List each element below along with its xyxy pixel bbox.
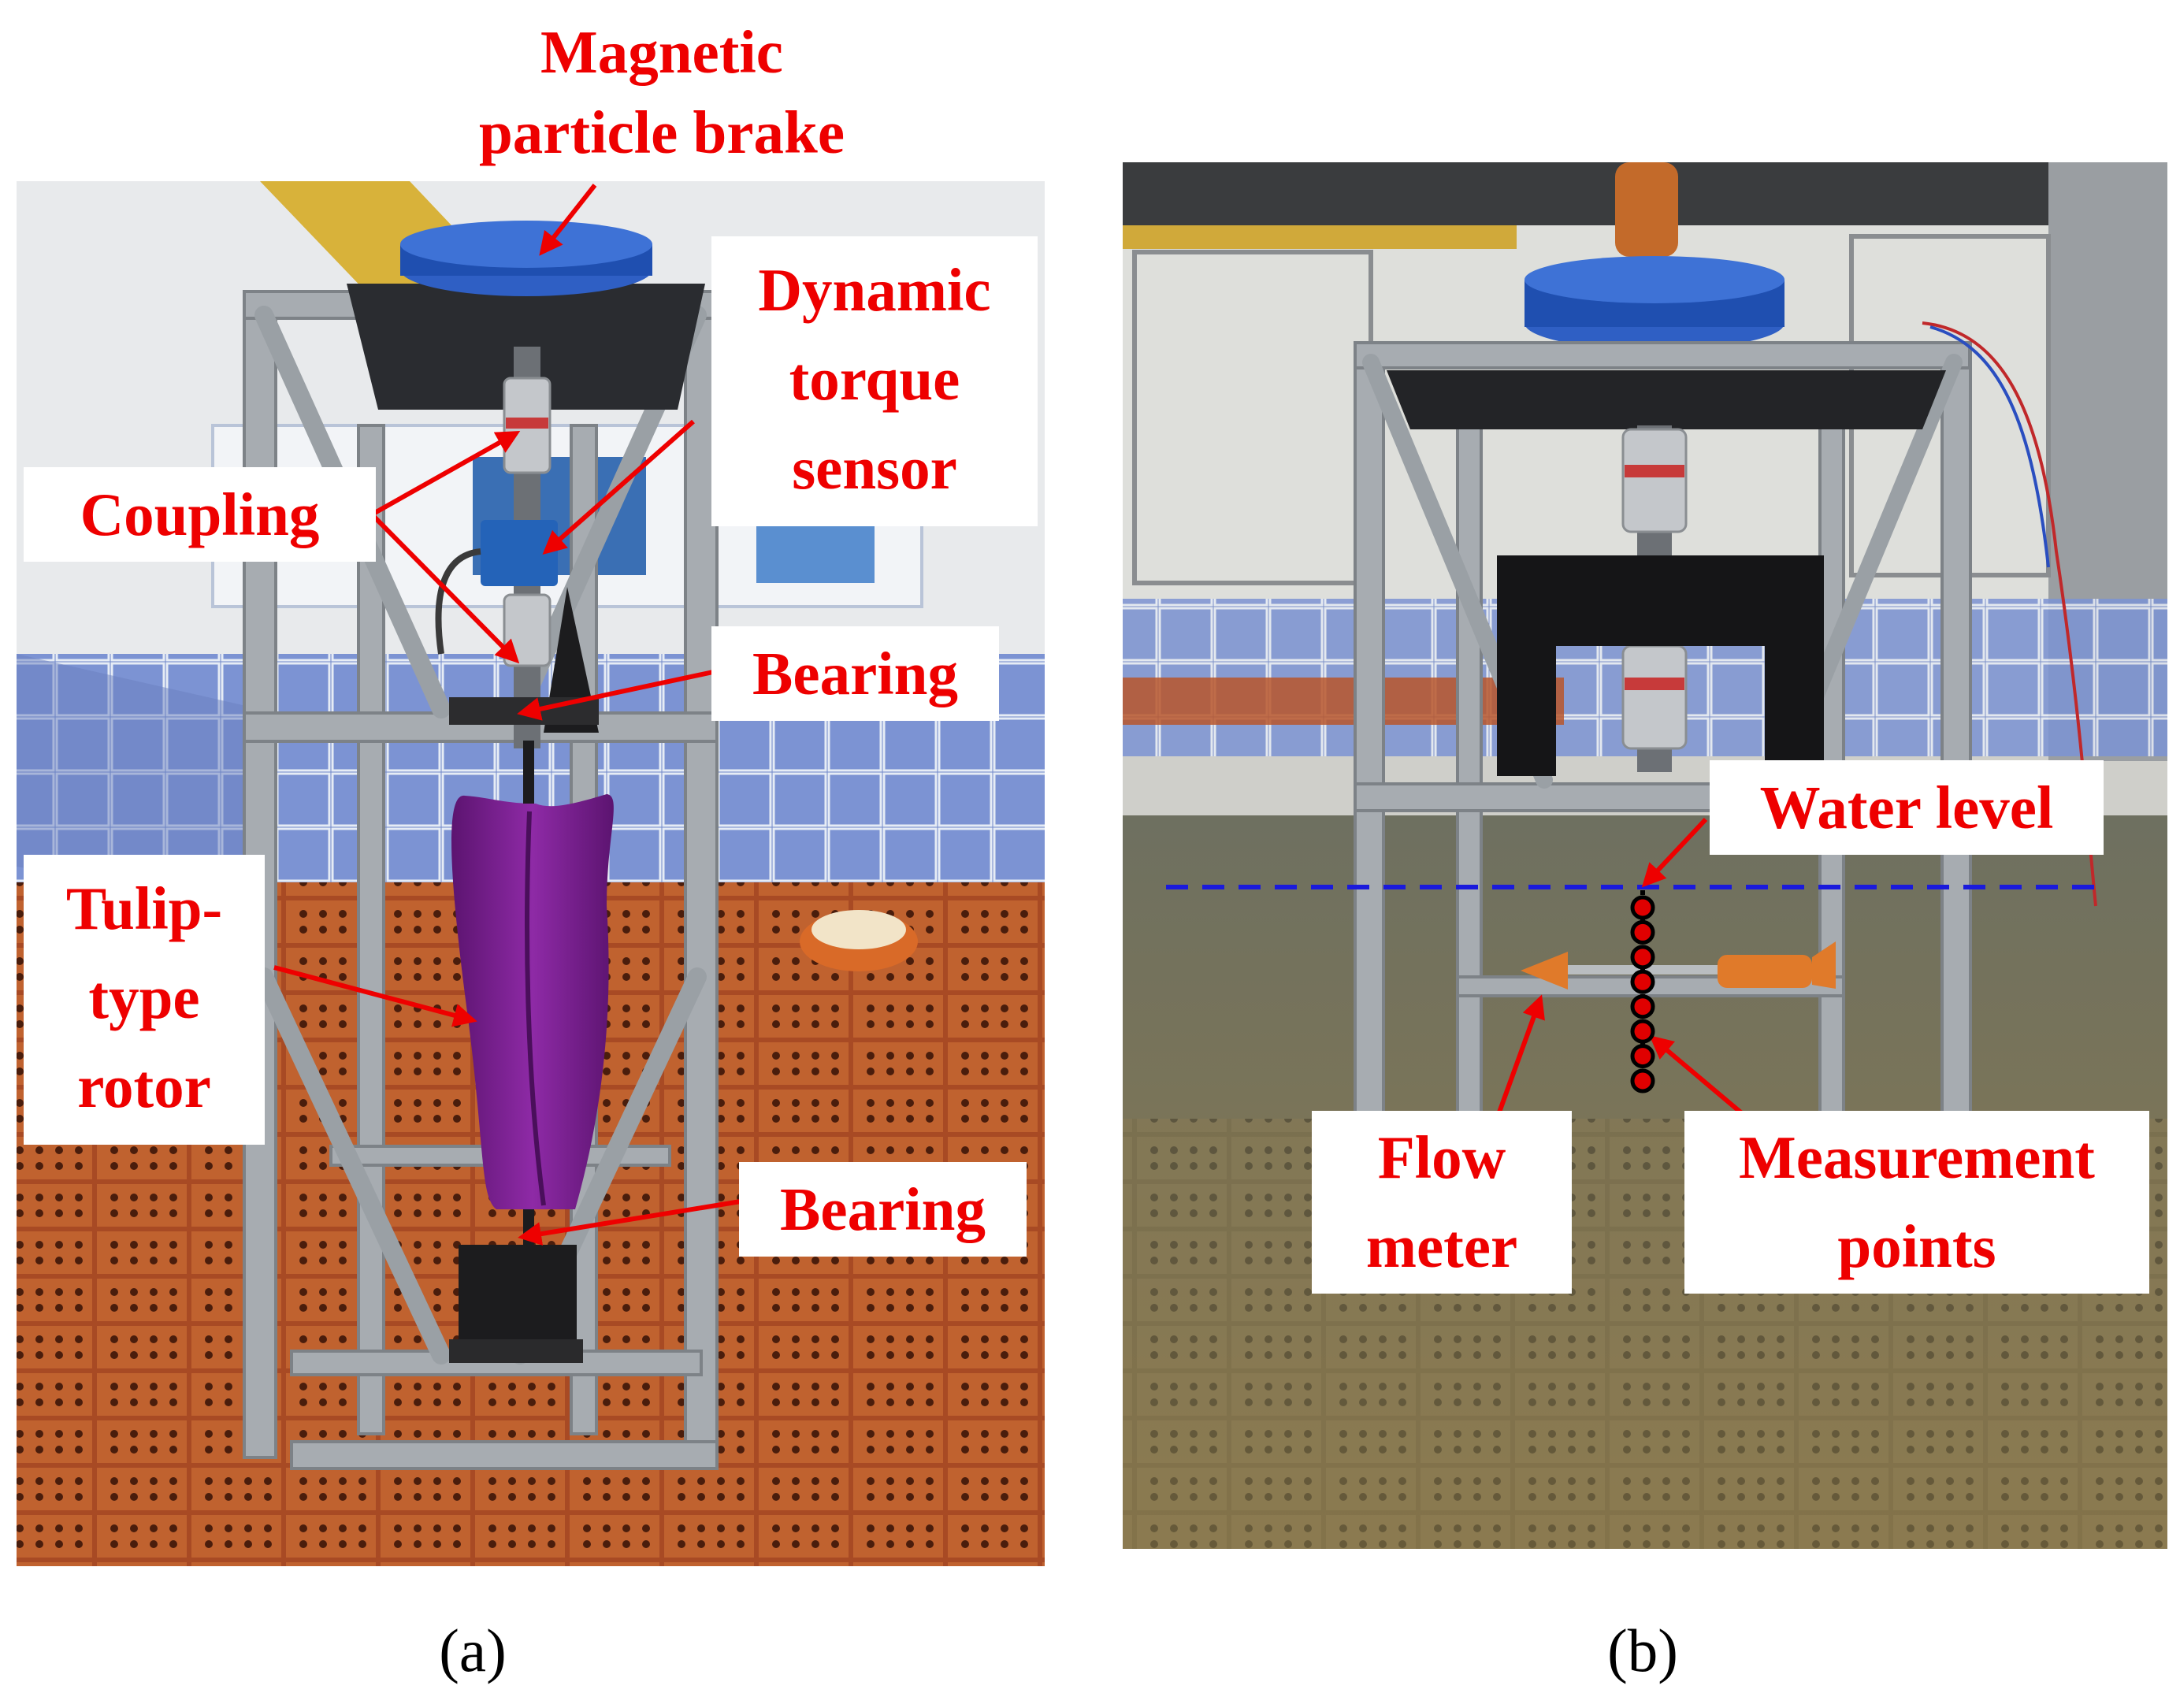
label-water-level: Water level [1710,760,2104,855]
label-water-level-text: Water level [1759,774,2054,841]
arrow-measurement-points [1649,1035,1755,1125]
measurement-points-group [1630,895,1655,1093]
measurement-point [1630,1019,1655,1044]
arrow-brake [539,184,597,256]
label-dynamic-torque-sensor: Dynamic torque sensor [711,236,1038,526]
measurement-point [1630,969,1655,994]
caption-b-text: (b) [1607,1617,1678,1684]
caption-a-text: (a) [439,1617,507,1684]
arrow-bearing-top [517,670,714,721]
label-tulip-rotor-text: Tulip- type rotor [65,874,223,1120]
label-bearing-top-text: Bearing [752,640,958,707]
label-coupling: Coupling [24,467,376,562]
measurement-point [1630,1068,1655,1093]
arrow-torque-sensor [542,419,695,555]
label-bearing-bottom: Bearing [739,1162,1027,1257]
label-measurement-points: Measurement points [1684,1111,2149,1294]
arrow-bearing-bottom [518,1199,741,1246]
arrow-flow-meter [1495,994,1545,1120]
label-coupling-text: Coupling [80,481,320,548]
panel-b-photo [1123,162,2167,1549]
label-tulip-rotor: Tulip- type rotor [24,855,265,1145]
label-bearing-bottom-text: Bearing [780,1175,986,1243]
arrow-water-level [1641,817,1708,888]
arrow-coupling-lower [370,512,520,664]
arrow-coupling-upper [370,431,521,517]
label-flow-meter-text: Flow meter [1365,1123,1518,1280]
label-measurement-points-text: Measurement points [1739,1123,2095,1280]
caption-b: (b) [1564,1611,1721,1690]
measurement-point [1630,945,1655,970]
measurement-point [1630,895,1655,920]
label-dynamic-torque-sensor-text: Dynamic torque sensor [758,256,991,502]
measurement-point [1630,919,1655,945]
caption-a: (a) [394,1611,551,1690]
measurement-point [1630,1044,1655,1069]
measurement-point [1630,994,1655,1019]
label-flow-meter: Flow meter [1312,1111,1572,1294]
label-magnetic-particle-brake: Magnetic particle brake [441,12,882,173]
label-magnetic-particle-brake-text: Magnetic particle brake [478,18,845,166]
label-bearing-top: Bearing [711,626,999,721]
arrow-rotor [273,965,477,1027]
